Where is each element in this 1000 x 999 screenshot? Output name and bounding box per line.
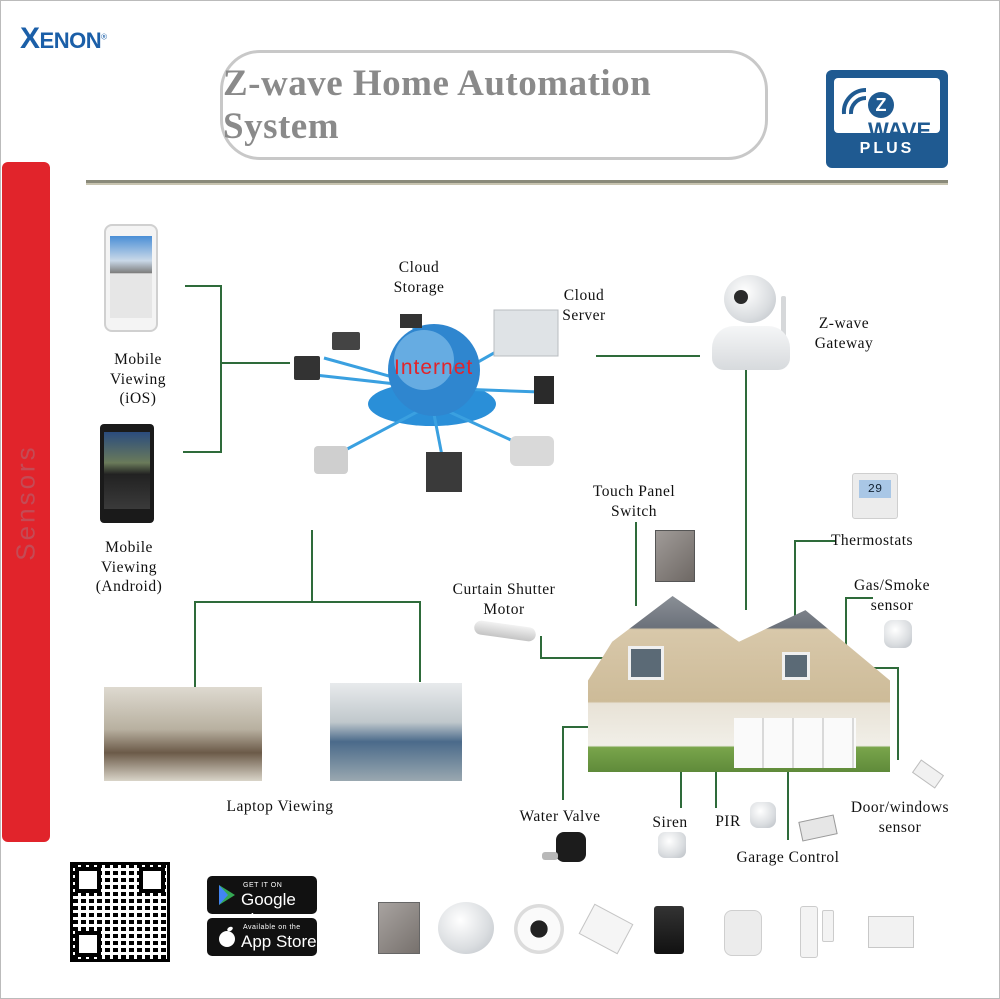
gas-smoke-sensor-label: Gas/Smoke sensor [854,577,930,614]
product-door-magnet [822,910,834,942]
curtain-shutter-motor-label: Curtain Shutter Motor [452,581,556,618]
gateway-camera-head [724,275,776,323]
internet-label: Internet [394,356,474,379]
mobile-android-label: Mobile Viewing (Android) [95,539,163,595]
apple-icon [219,926,235,947]
qr-code-image [70,862,170,962]
signal-arcs-icon [841,87,867,115]
water-valve-image [556,832,586,862]
zwave-z-mark: Z [868,92,894,118]
product-camera [514,904,564,954]
app-store-button[interactable]: Available on the App Store [207,918,317,956]
product-power-adapter [868,916,914,948]
google-play-icon [219,885,235,905]
zwave-logo: ZWAVE [834,78,940,143]
door-windows-sensor-label: Door/windows sensor [850,799,950,836]
app-store-small-text: Available on the [243,924,301,931]
thermostat-device: 29 [852,473,898,519]
zwave-plus-text: PLUS [859,140,915,157]
internet-network-graphic [294,309,559,492]
mobile-ios-label: Mobile Viewing (iOS) [110,351,166,407]
android-phone-image [100,424,154,523]
thermostats-label: Thermostats [830,532,914,549]
zwave-plus-badge: ZWAVE PLUS [826,70,948,168]
touch-panel-switch-label: Touch Panel Switch [592,483,676,520]
zwave-gateway-label: Z-wave Gateway [814,315,874,352]
product-door-lock [654,906,684,954]
gas-smoke-sensor-image [884,620,912,648]
ios-phone-image [104,224,158,332]
camera-lens-icon [734,290,748,304]
app-store-text: App Store [241,932,317,951]
xenon-logo: XENON® [20,22,107,55]
office-photo [330,683,462,781]
header-divider [86,180,948,185]
cloud-storage-label: Cloud Storage [393,259,445,296]
product-door-sensor [800,906,818,958]
google-play-small-text: GET IT ON [243,882,283,889]
house-window [628,646,664,680]
house-window [782,652,810,680]
gateway-antenna [781,296,786,346]
garage-control-label: Garage Control [736,849,840,866]
zwave-wordmark: WAVE [868,118,932,143]
pir-sensor-image [750,802,776,828]
page-title: Z-wave Home Automation System [223,63,652,147]
siren-image [658,832,686,858]
product-pir-ceiling-sensor [438,902,494,954]
title-box: Z-wave Home Automation System [220,50,768,160]
pir-label: PIR [715,813,741,830]
gateway-base [712,326,790,370]
sensors-sidebar: Sensors [2,162,50,842]
garage-door [734,718,856,768]
product-smart-plug [724,910,762,956]
water-valve-label: Water Valve [519,808,601,825]
laptop-viewing-label: Laptop Viewing [226,798,334,815]
google-play-button[interactable]: GET IT ON Google play [207,876,317,929]
office-photo [104,687,262,781]
water-valve-pipe [542,852,558,860]
touch-panel-image [655,530,695,582]
product-touch-switch [378,902,420,954]
cloud-server-label: Cloud Server [562,287,606,324]
siren-label: Siren [652,814,688,831]
thermostat-display: 29 [859,480,891,498]
